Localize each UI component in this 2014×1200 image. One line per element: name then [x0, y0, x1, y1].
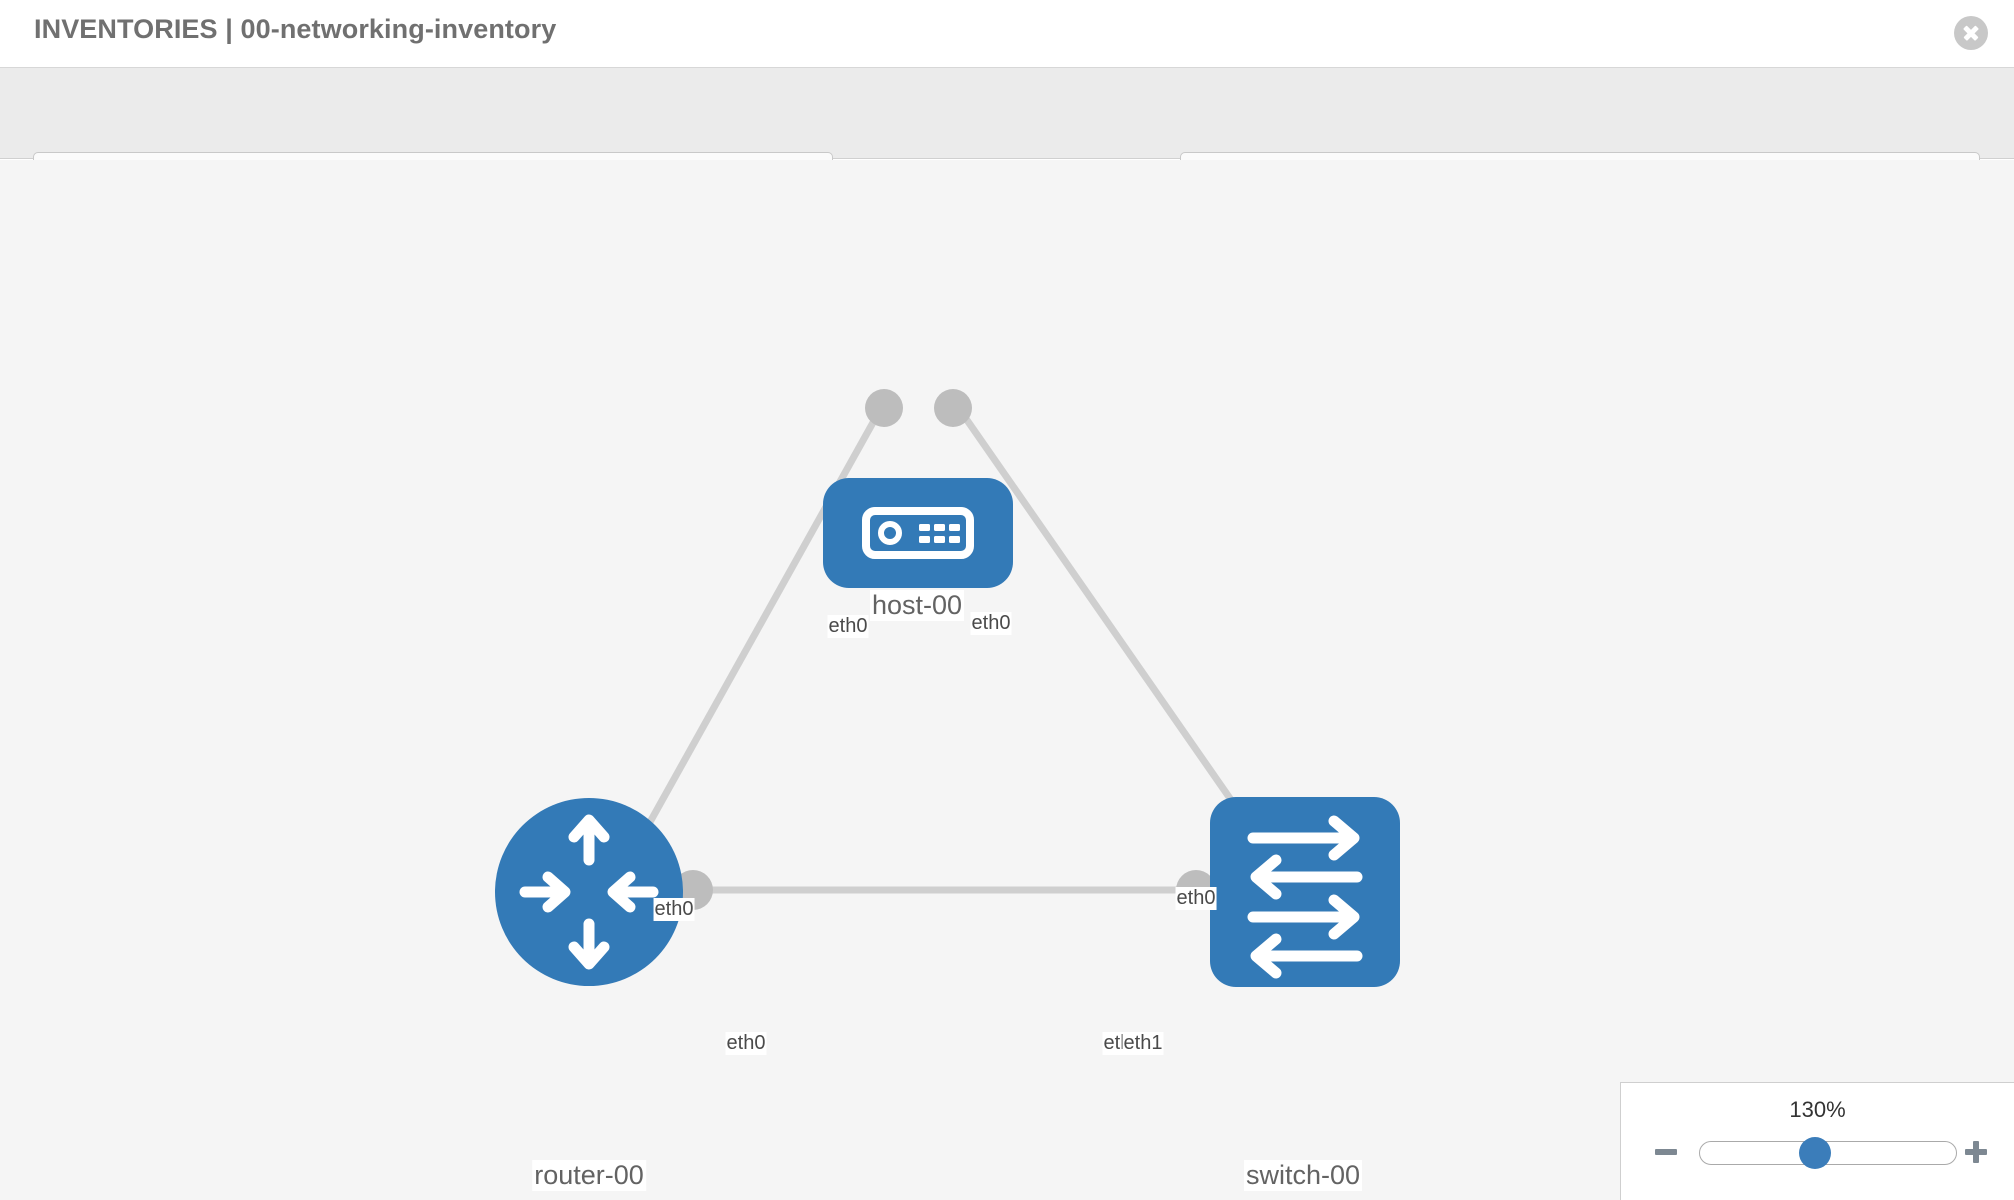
toolbar: ACTIONS SEARCH — [0, 68, 2014, 205]
topology-connectors — [673, 389, 1259, 910]
zoom-out-button[interactable] — [1651, 1137, 1681, 1167]
router-arrows-icon — [519, 814, 659, 970]
node-label-host-00[interactable]: host-00 — [869, 590, 965, 621]
node-host-00-shape[interactable] — [823, 478, 1013, 588]
node-router-00-shape[interactable] — [495, 798, 683, 986]
zoom-in-button[interactable] — [1961, 1137, 1991, 1167]
iface-label-host00-right[interactable]: eth0 — [970, 612, 1012, 635]
node-label-switch-00[interactable]: switch-00 — [1243, 1160, 1363, 1191]
close-icon[interactable] — [1954, 16, 1988, 50]
iface-label-switch00-eth1[interactable]: eth1 — [1122, 1032, 1164, 1055]
server-icon — [862, 507, 974, 559]
iface-label-switch00-uplink[interactable]: eth0 — [1175, 887, 1217, 910]
zoom-slider[interactable] — [1699, 1137, 1957, 1169]
node-switch-00[interactable] — [1210, 797, 1400, 987]
node-router-00[interactable] — [495, 798, 683, 986]
topology-canvas[interactable]: host-00 router-00 switch-00 eth0 eth0 et… — [0, 160, 2014, 1200]
window-titlebar: INVENTORIES | 00-networking-inventory — [0, 0, 2014, 68]
page-title: INVENTORIES | 00-networking-inventory — [34, 14, 557, 44]
iface-label-router00-uplink[interactable]: eth0 — [653, 898, 695, 921]
iface-label-router00-eth0[interactable]: eth0 — [725, 1032, 767, 1055]
topology-graph — [495, 389, 1400, 987]
connector-nub[interactable] — [934, 389, 972, 427]
zoom-slider-thumb[interactable] — [1799, 1137, 1832, 1169]
zoom-control-panel: 130% — [1620, 1082, 2014, 1200]
edge-host00-switch00[interactable] — [957, 408, 1248, 822]
node-host-00[interactable] — [823, 478, 1013, 588]
connector-nub[interactable] — [865, 389, 903, 427]
node-label-router-00[interactable]: router-00 — [532, 1160, 646, 1191]
switch-arrows-icon — [1247, 815, 1363, 979]
iface-label-host00-left[interactable]: eth0 — [827, 615, 869, 638]
zoom-percent-label: 130% — [1789, 1097, 1846, 1122]
